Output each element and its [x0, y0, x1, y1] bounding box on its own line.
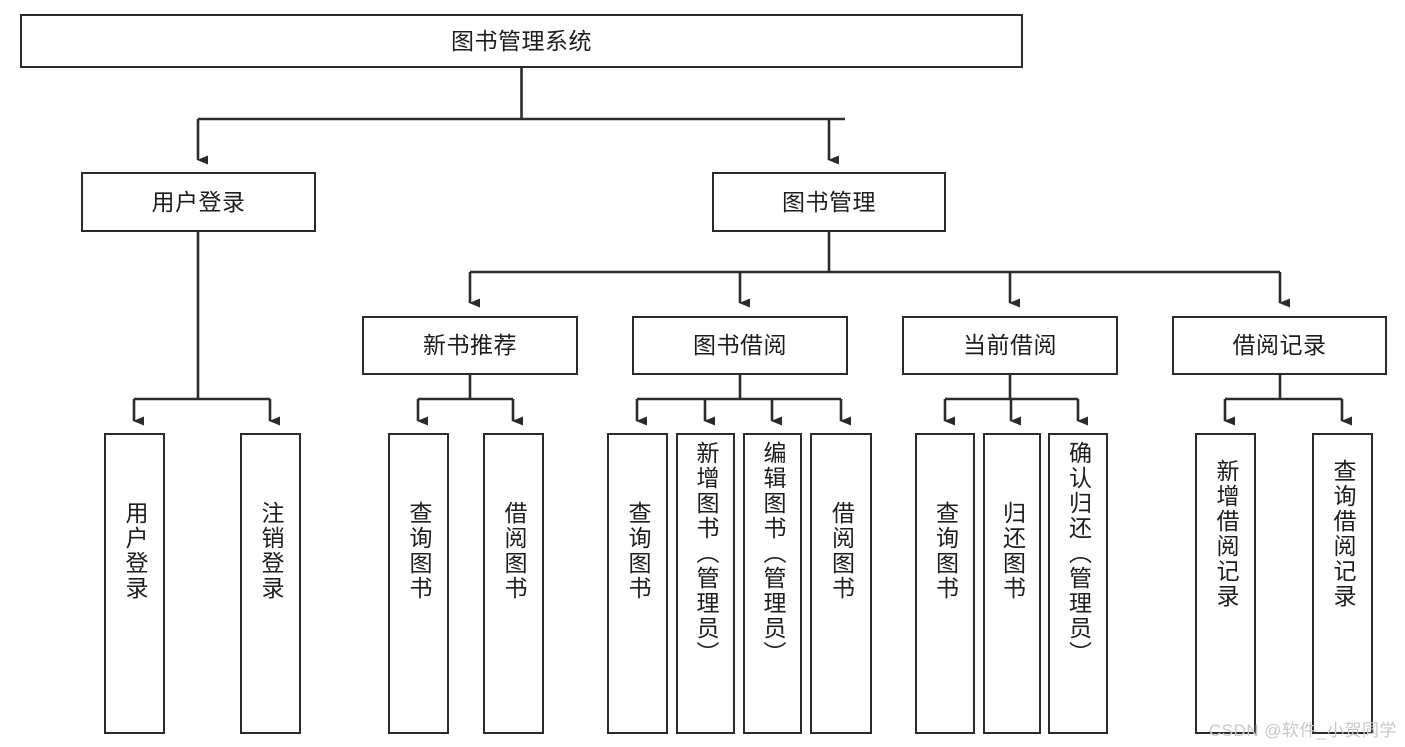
node-label: 新增借阅记录	[1213, 459, 1239, 609]
node-leaf-query-book-1[interactable]: 查询图书	[388, 433, 449, 734]
node-label: 查询图书	[932, 501, 959, 601]
node-book-borrow[interactable]: 图书借阅	[632, 316, 848, 375]
node-book-management[interactable]: 图书管理	[712, 172, 946, 232]
node-label: 借阅图书	[828, 501, 855, 601]
node-new-book-recommend[interactable]: 新书推荐	[362, 316, 578, 375]
node-label: 图书借阅	[693, 332, 787, 359]
node-leaf-query-book-3[interactable]: 查询图书	[915, 433, 975, 734]
node-label: 查询图书	[406, 501, 432, 601]
node-label: 当前借阅	[963, 332, 1057, 359]
node-current-borrow[interactable]: 当前借阅	[902, 316, 1118, 375]
node-leaf-query-book-2[interactable]: 查询图书	[607, 433, 668, 734]
node-label: 编辑图书（管理员）	[760, 441, 786, 666]
node-label: 查询图书	[625, 501, 651, 601]
node-leaf-edit-book[interactable]: 编辑图书（管理员）	[743, 433, 802, 734]
node-leaf-query-record[interactable]: 查询借阅记录	[1312, 433, 1373, 734]
node-leaf-user-logout[interactable]: 注销登录	[240, 433, 301, 734]
node-label: 归还图书	[999, 501, 1026, 601]
node-borrow-record[interactable]: 借阅记录	[1172, 316, 1387, 375]
node-leaf-user-login[interactable]: 用户登录	[104, 433, 165, 734]
node-label: 用户登录	[151, 188, 246, 215]
node-leaf-add-book[interactable]: 新增图书（管理员）	[676, 433, 735, 734]
node-leaf-return-book[interactable]: 归还图书	[983, 433, 1041, 734]
node-leaf-confirm-return[interactable]: 确认归还（管理员）	[1048, 433, 1108, 734]
node-label: 图书管理系统	[451, 27, 592, 54]
node-root-book-management-system[interactable]: 图书管理系统	[20, 14, 1023, 68]
node-label: 确认归还（管理员）	[1065, 441, 1092, 666]
node-label: 用户登录	[122, 501, 148, 601]
node-leaf-borrow-book-1[interactable]: 借阅图书	[483, 433, 544, 734]
node-leaf-borrow-book-2[interactable]: 借阅图书	[810, 433, 872, 734]
node-label: 查询借阅记录	[1330, 459, 1356, 609]
node-label: 借阅记录	[1232, 332, 1327, 359]
csdn-watermark: CSDN @软件_小贺同学	[1208, 721, 1397, 740]
node-leaf-add-record[interactable]: 新增借阅记录	[1195, 433, 1256, 734]
node-label: 借阅图书	[501, 501, 527, 601]
node-label: 图书管理	[782, 188, 876, 215]
node-user-login[interactable]: 用户登录	[81, 172, 316, 232]
node-label: 注销登录	[258, 501, 284, 601]
node-label: 新书推荐	[423, 332, 517, 359]
node-label: 新增图书（管理员）	[693, 441, 719, 666]
